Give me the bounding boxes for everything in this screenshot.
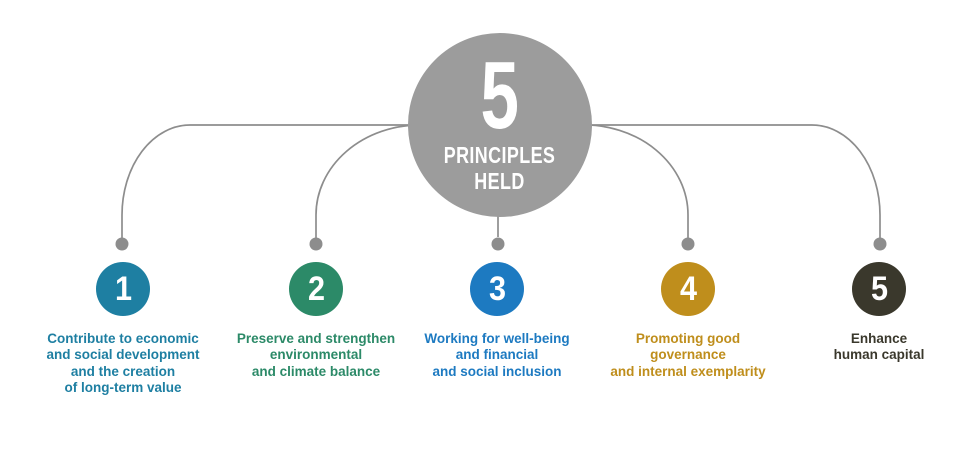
principle-number-5: 5 — [870, 269, 888, 308]
principle-item-1: 1 Contribute to economic and social deve… — [28, 262, 218, 397]
connector-line-1 — [121, 124, 500, 238]
connector-line-5 — [500, 124, 881, 238]
principle-text-4: Promoting good governance and internal e… — [610, 331, 766, 379]
connector-dot-1 — [115, 237, 129, 251]
principle-number-3: 3 — [488, 269, 506, 308]
connector-line-2 — [315, 124, 500, 238]
principle-item-4: 4 Promoting good governance and internal… — [593, 262, 783, 380]
principle-number-4: 4 — [679, 269, 697, 308]
principle-circle-4: 4 — [661, 262, 715, 316]
connector-dot-3 — [491, 237, 505, 251]
principle-text-1: Contribute to economic and social develo… — [46, 331, 200, 396]
principle-text-2: Preserve and strengthen environmental an… — [236, 331, 396, 379]
central-number: 5 — [480, 42, 520, 150]
connector-dot-5 — [873, 237, 887, 251]
principle-item-3: 3 Working for well-being and financial a… — [402, 262, 592, 380]
principle-number-1: 1 — [114, 269, 132, 308]
principle-circle-5: 5 — [852, 262, 906, 316]
connector-dot-2 — [309, 237, 323, 251]
connector-dot-4 — [681, 237, 695, 251]
principle-text-5: Enhance human capital — [833, 331, 925, 363]
central-circle: 5 PRINCIPLES HELD — [408, 33, 592, 217]
principle-item-2: 2 Preserve and strengthen environmental … — [221, 262, 411, 380]
principle-circle-2: 2 — [289, 262, 343, 316]
principle-number-2: 2 — [307, 269, 325, 308]
principle-circle-3: 3 — [470, 262, 524, 316]
principle-text-3: Working for well-being and financial and… — [424, 331, 570, 379]
central-label: PRINCIPLES HELD — [444, 141, 556, 195]
principle-item-5: 5 Enhance human capital — [784, 262, 974, 364]
principle-circle-1: 1 — [96, 262, 150, 316]
